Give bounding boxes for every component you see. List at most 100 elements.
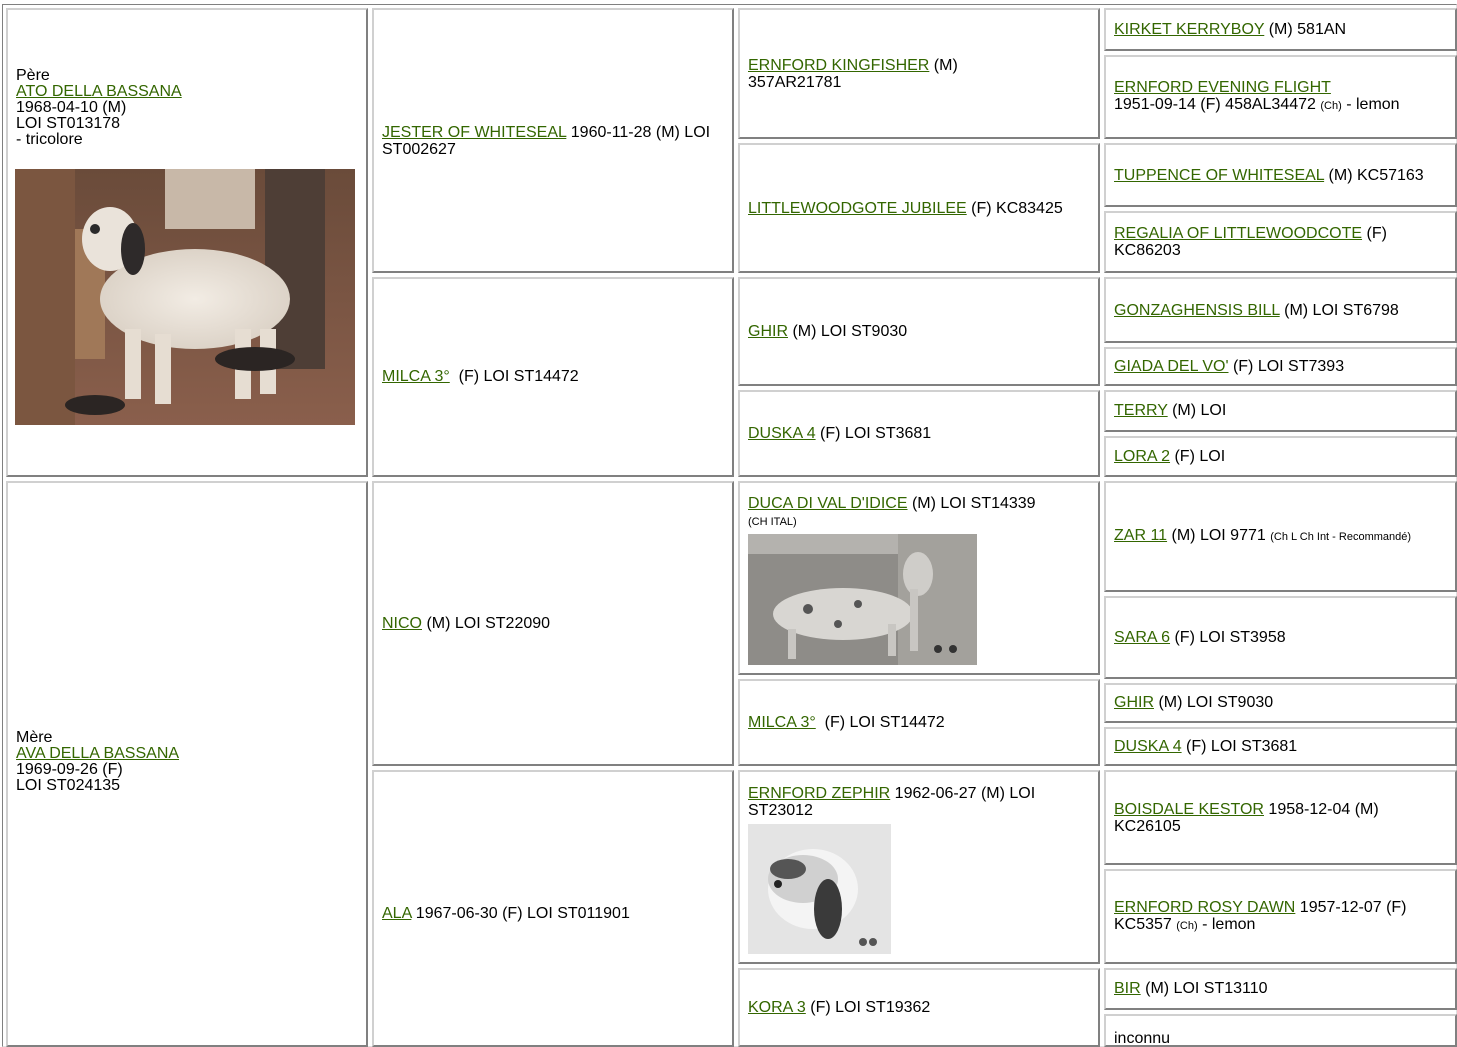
- granddam-paternal-cell: MILCA 3° (F) LOI ST14472: [372, 277, 734, 477]
- ancestor-link[interactable]: BOISDALE KESTOR: [1114, 800, 1264, 818]
- sire-registration: LOI ST013178: [16, 115, 121, 132]
- gen4-cell-b4: DUSKA 4 (F) LOI ST3681: [1104, 727, 1457, 766]
- gen4-cell-a7: TERRY (M) LOI: [1104, 390, 1457, 432]
- ancestor-link[interactable]: GONZAGHENSIS BILL: [1114, 301, 1280, 319]
- ancestor-link[interactable]: TERRY: [1114, 402, 1168, 419]
- title-badge: (CH ITAL): [748, 516, 797, 528]
- title-badge: (Ch): [1320, 100, 1342, 112]
- dam-name-link[interactable]: AVA DELLA BASSANA: [16, 745, 180, 762]
- ancestor-link[interactable]: TUPPENCE OF WHITESEAL: [1114, 166, 1325, 184]
- ancestor-link[interactable]: ERNFORD KINGFISHER: [748, 56, 930, 74]
- ancestor-link[interactable]: NICO: [382, 614, 422, 632]
- unknown-label: inconnu: [1114, 1029, 1171, 1047]
- ancestor-link[interactable]: KIRKET KERRYBOY: [1114, 20, 1265, 38]
- dam-cell: Mère AVA DELLA BASSANA 1969-09-26 (F) LO…: [6, 481, 368, 1047]
- ancestor-link[interactable]: REGALIA OF LITTLEWOODCOTE: [1114, 225, 1363, 242]
- ancestor-link[interactable]: KORA 3: [748, 998, 806, 1016]
- ancestor-info: (F) LOI ST19362: [805, 998, 931, 1016]
- ancestor-info: (M) KC57163: [1324, 166, 1424, 184]
- sire-name-link[interactable]: ATO DELLA BASSANA: [16, 83, 182, 100]
- ancestor-link[interactable]: DUSKA 4: [1114, 737, 1182, 755]
- gen4-cell-b8: inconnu: [1104, 1014, 1457, 1047]
- sire-color: - tricolore: [16, 131, 83, 148]
- ancestor-link[interactable]: LORA 2: [1114, 447, 1171, 465]
- ancestor-info: (F) LOI ST3681: [1181, 737, 1298, 755]
- gen4-cell-a4: REGALIA OF LITTLEWOODCOTE (F) KC86203: [1104, 211, 1457, 273]
- gen4-cell-a1: KIRKET KERRYBOY (M) 581AN: [1104, 8, 1457, 51]
- dam-role-label: Mère: [16, 729, 53, 746]
- ancestor-link[interactable]: LITTLEWOODGOTE JUBILEE: [748, 199, 967, 217]
- ancestor-info: (F) LOI ST3958: [1170, 628, 1286, 646]
- dog-photo: [748, 534, 977, 665]
- grandsire-paternal-cell: JESTER OF WHITESEAL 1960-11-28 (M) LOI S…: [372, 8, 734, 273]
- sire-dob: 1968-04-10: [16, 99, 98, 116]
- ancestor-link[interactable]: ERNFORD ZEPHIR: [748, 785, 891, 802]
- ancestor-color: - lemon: [1341, 96, 1400, 113]
- ancestor-link[interactable]: JESTER OF WHITESEAL: [382, 123, 567, 141]
- ancestor-info: 1960-11-28 (M) LOI ST002627: [382, 123, 711, 158]
- gen3-cell-sdd: DUSKA 4 (F) LOI ST3681: [738, 390, 1100, 477]
- ancestor-info: (F) LOI ST14472: [815, 713, 945, 731]
- gen3-cell-sds: GHIR (M) LOI ST9030: [738, 277, 1100, 386]
- dam-dob: 1969-09-26: [16, 761, 98, 778]
- ancestor-link[interactable]: ERNFORD EVENING FLIGHT: [1114, 79, 1331, 96]
- gen4-cell-a5: GONZAGHENSIS BILL (M) LOI ST6798: [1104, 277, 1457, 343]
- gen3-cell-sss: ERNFORD KINGFISHER (M) 357AR21781: [738, 8, 1100, 139]
- gen4-cell-b1: ZAR 11 (M) LOI 9771 (Ch L Ch Int - Recom…: [1104, 481, 1457, 592]
- gen3-cell-dss: DUCA DI VAL D'IDICE (M) LOI ST14339 (CH …: [738, 481, 1100, 675]
- ancestor-link[interactable]: ALA: [382, 904, 412, 922]
- ancestor-info: (M) LOI ST22090: [422, 614, 551, 632]
- gen4-cell-a6: GIADA DEL VO' (F) LOI ST7393: [1104, 347, 1457, 386]
- ancestor-link[interactable]: BIR: [1114, 980, 1141, 997]
- ancestor-link[interactable]: GHIR: [748, 322, 788, 340]
- ancestor-info: (M) LOI ST9030: [788, 322, 908, 340]
- ancestor-info: 1967-06-30 (F) LOI ST011901: [411, 904, 630, 922]
- gen4-cell-a3: TUPPENCE OF WHITESEAL (M) KC57163: [1104, 143, 1457, 207]
- sire-cell: Père ATO DELLA BASSANA 1968-04-10 (M) LO…: [6, 8, 368, 477]
- ancestor-link[interactable]: ZAR 11: [1114, 527, 1168, 544]
- gen4-cell-b6: ERNFORD ROSY DAWN 1957-12-07 (F) KC5357 …: [1104, 869, 1457, 964]
- ancestor-link[interactable]: SARA 6: [1114, 628, 1171, 646]
- ancestor-link[interactable]: MILCA 3°: [748, 713, 816, 731]
- ancestor-info: 1958-12-04 (M) KC26105: [1114, 800, 1379, 835]
- ancestor-info: (M) LOI ST6798: [1279, 301, 1399, 319]
- ancestor-info: (F) LOI: [1170, 447, 1226, 465]
- ancestor-info: (F) KC86203: [1114, 225, 1387, 259]
- ancestor-info: 1962-06-27 (M) LOI ST23012: [748, 785, 1036, 819]
- ancestor-info: (M) 357AR21781: [748, 56, 958, 91]
- ancestor-info: (M) LOI: [1167, 402, 1227, 419]
- gen4-cell-b2: SARA 6 (F) LOI ST3958: [1104, 596, 1457, 679]
- ancestor-link[interactable]: ERNFORD ROSY DAWN: [1114, 898, 1296, 916]
- sire-photo: [15, 169, 355, 425]
- dog-photo: [748, 824, 891, 954]
- gen3-cell-ddd: KORA 3 (F) LOI ST19362: [738, 968, 1100, 1047]
- ancestor-info: (F) LOI ST7393: [1228, 357, 1345, 375]
- gen4-cell-b7: BIR (M) LOI ST13110: [1104, 968, 1457, 1010]
- ancestor-link[interactable]: MILCA 3°: [382, 368, 450, 385]
- dam-sex: (F): [102, 761, 123, 778]
- ancestor-link[interactable]: GHIR: [1114, 694, 1154, 711]
- ancestor-info: 1957-12-07 (F) KC5357: [1114, 898, 1407, 933]
- gen3-cell-dsd: MILCA 3° (F) LOI ST14472: [738, 679, 1100, 766]
- sire-sex: (M): [102, 99, 127, 116]
- gen3-cell-dds: ERNFORD ZEPHIR 1962-06-27 (M) LOI ST2301…: [738, 770, 1100, 964]
- title-badge: (Ch L Ch Int - Recommandé): [1270, 531, 1412, 543]
- ancestor-color: - lemon: [1197, 915, 1256, 933]
- sire-role-label: Père: [16, 67, 50, 84]
- ancestor-link[interactable]: DUSKA 4: [748, 424, 816, 442]
- ancestor-info: (M) LOI ST13110: [1140, 980, 1268, 997]
- ancestor-link[interactable]: DUCA DI VAL D'IDICE: [748, 495, 908, 512]
- gen4-cell-a8: LORA 2 (F) LOI: [1104, 436, 1457, 477]
- ancestor-info: (F) LOI ST3681: [815, 424, 932, 442]
- title-badge: (Ch): [1176, 919, 1198, 932]
- ancestor-link[interactable]: GIADA DEL VO': [1114, 357, 1229, 375]
- gen3-cell-ssd: LITTLEWOODGOTE JUBILEE (F) KC83425: [738, 143, 1100, 273]
- ancestor-info: (M) LOI ST14339: [907, 495, 1036, 512]
- gen4-cell-b5: BOISDALE KESTOR 1958-12-04 (M) KC26105: [1104, 770, 1457, 865]
- ancestor-info: 1951-09-14 (F) 458AL34472: [1114, 96, 1321, 113]
- grandsire-maternal-cell: NICO (M) LOI ST22090: [372, 481, 734, 766]
- ancestor-info: (M) LOI 9771: [1167, 527, 1271, 544]
- ancestor-info: (F) LOI ST14472: [449, 368, 579, 385]
- dam-registration: LOI ST024135: [16, 777, 121, 794]
- gen4-cell-a2: ERNFORD EVENING FLIGHT 1951-09-14 (F) 45…: [1104, 55, 1457, 139]
